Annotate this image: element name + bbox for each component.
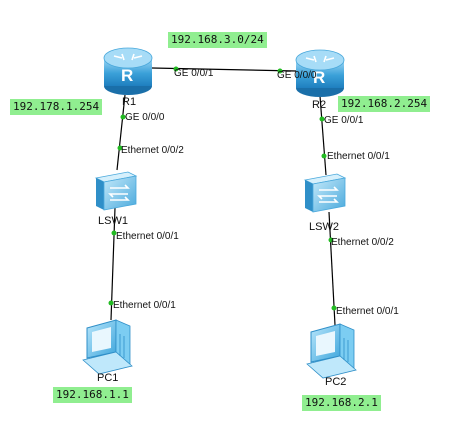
port-label-r2-ge001: GE 0/0/1 [324,115,364,126]
pc-icon[interactable] [82,319,133,375]
ip-label-r1-lan: 192.178.1.254 [10,99,103,115]
link-r2-lsw2 [319,95,327,176]
ip-label-pc2: 192.168.2.1 [302,395,381,411]
port-dot-lsw1-eth002 [117,145,123,151]
link-r1-lsw1 [116,94,126,171]
port-dot-r2-ge001 [319,116,325,122]
svg-text:R: R [121,66,133,85]
port-dot-r1-ge000 [120,114,126,120]
router-icon[interactable]: R [103,47,153,95]
router-name-r2: R2 [312,99,327,111]
pc-name-pc2: PC2 [325,376,347,388]
router-icon[interactable]: R [295,49,345,97]
port-dot-lsw2-eth001 [321,153,327,159]
port-dot-r1-ge001 [173,66,179,72]
svg-text:R: R [313,68,325,87]
port-dot-lsw1-eth001 [111,230,117,236]
ip-label-r2-lan: 192.168.2.254 [338,96,431,112]
switch-icon[interactable] [303,173,347,213]
port-label-lsw1-eth001: Ethernet 0/0/1 [116,231,179,242]
port-label-lsw2-eth002: Ethernet 0/0/2 [331,237,394,248]
port-label-lsw2-eth001: Ethernet 0/0/1 [327,151,390,162]
port-label-r2-ge000: GE 0/0/0 [277,70,317,81]
switch-name-lsw2: LSW2 [309,221,339,233]
port-label-r1-ge001: GE 0/0/1 [174,68,214,79]
ip-label-pc1: 192.168.1.1 [53,387,132,403]
pc-name-pc1: PC1 [97,372,119,384]
port-dot-lsw2-eth002 [328,237,334,243]
port-dot-r2-ge000 [277,68,283,74]
pc-icon[interactable] [306,323,357,379]
port-label-pc1-eth001: Ethernet 0/0/1 [113,300,176,311]
subnet-label-r1-r2: 192.168.3.0/24 [168,32,267,48]
port-label-pc2-eth001: Ethernet 0/0/1 [336,306,399,317]
port-dot-pc1-eth001 [108,300,114,306]
switch-icon[interactable] [94,171,138,211]
router-name-r1: R1 [122,96,137,108]
port-label-lsw1-eth002: Ethernet 0/0/2 [121,145,184,156]
port-label-r1-ge000: GE 0/0/0 [125,112,165,123]
switch-name-lsw1: LSW1 [98,215,128,227]
port-dot-pc2-eth001 [331,305,337,311]
